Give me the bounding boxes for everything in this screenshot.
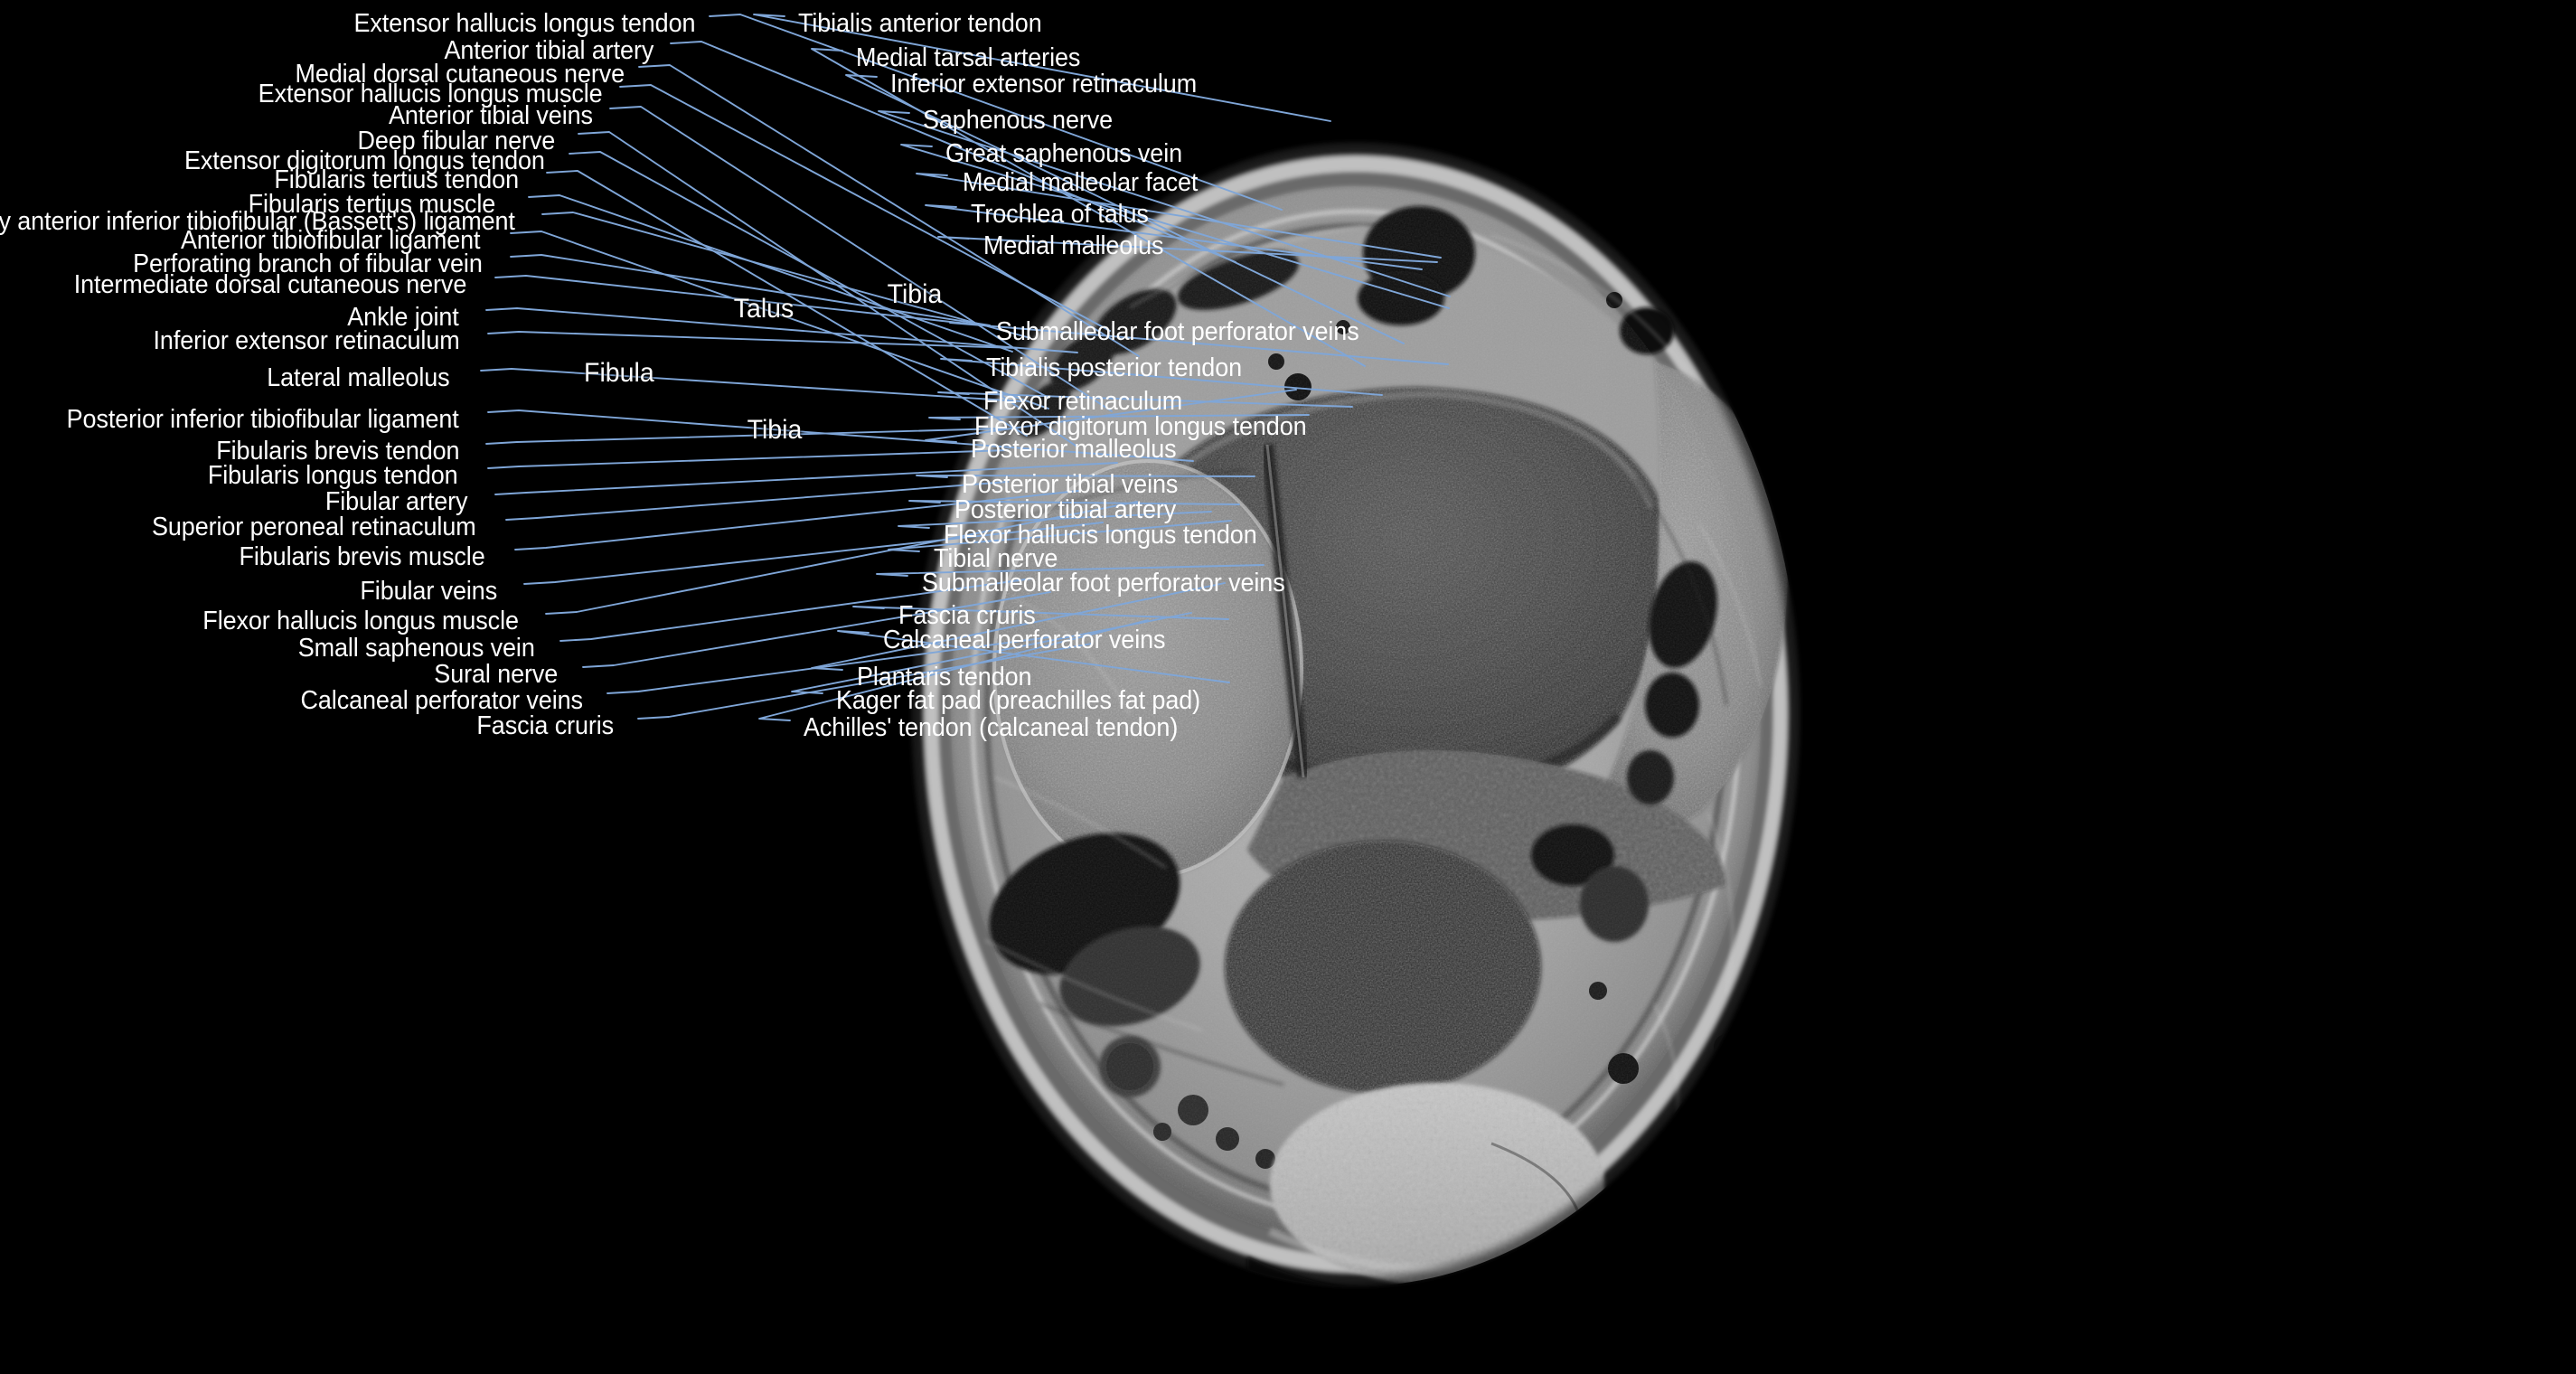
anatomy-label-posterior-tibial-artery: Posterior tibial artery <box>954 495 1177 524</box>
anatomy-label-anterior-tibial-artery: Anterior tibial artery <box>444 36 653 65</box>
anatomy-label-fibularis-brevis-tendon: Fibularis brevis tendon <box>215 437 459 466</box>
anatomy-label-extensor-hallucis-longus-tendon: Extensor hallucis longus tendon <box>353 9 695 38</box>
anatomy-label-extensor-hallucis-longus-muscle: Extensor hallucis longus muscle <box>259 80 603 108</box>
anatomy-label-great-saphenous-vein: Great saphenous vein <box>945 139 1183 168</box>
anatomy-label-fibularis-tertius-muscle: Fibularis tertius muscle <box>248 190 495 219</box>
anatomy-label-plantaris-tendon: Plantaris tendon <box>857 663 1032 692</box>
bone-label-tibia-3: Tibia <box>747 415 803 445</box>
anatomy-label-fascia-cruris: Fascia cruris <box>898 601 1036 630</box>
anatomy-label-tibialis-posterior-tendon: Tibialis posterior tendon <box>986 353 1243 382</box>
anatomy-label-posterior-inferior-tibiofibular-ligament: Posterior inferior tibiofibular ligament <box>67 405 459 434</box>
anatomy-label-inferior-extensor-retinaculum: Inferior extensor retinaculum <box>890 70 1198 99</box>
anatomy-label-fibularis-tertius-tendon: Fibularis tertius tendon <box>274 165 519 194</box>
anatomy-label-ankle-joint: Ankle joint <box>347 303 460 332</box>
anatomy-label-submalleolar-foot-perforator-veins: Submalleolar foot perforator veins <box>922 569 1285 598</box>
bone-label-talus-0: Talus <box>733 294 794 324</box>
anatomy-label-tibialis-anterior-tendon: Tibialis anterior tendon <box>798 9 1042 38</box>
bone-label-fibula-2: Fibula <box>584 358 654 388</box>
anatomy-label-small-saphenous-vein: Small saphenous vein <box>297 634 535 663</box>
anatomy-label-fascia-cruris: Fascia cruris <box>476 711 614 740</box>
anatomy-label-calcaneal-perforator-veins: Calcaneal perforator veins <box>883 626 1166 654</box>
anatomy-label-tibial-nerve: Tibial nerve <box>934 544 1058 573</box>
anatomy-label-perforating-branch-of-fibular-vein: Perforating branch of fibular vein <box>133 249 483 278</box>
anatomy-label-posterior-malleolus: Posterior malleolus <box>971 435 1177 464</box>
anatomy-label-submalleolar-foot-perforator-veins: Submalleolar foot perforator veins <box>996 317 1359 346</box>
anatomy-label-accessory-anterior-inferior-tibiofibular-bassett-s-ligament: Accessory anterior inferior tibiofibular… <box>0 207 515 236</box>
anatomy-label-inferior-extensor-retinaculum: Inferior extensor retinaculum <box>153 326 460 355</box>
anatomy-label-lateral-malleolus: Lateral malleolus <box>267 363 450 392</box>
anatomy-label-flexor-hallucis-longus-tendon: Flexor hallucis longus tendon <box>944 521 1257 550</box>
anatomy-label-deep-fibular-nerve: Deep fibular nerve <box>357 127 555 155</box>
anatomy-label-flexor-retinaculum: Flexor retinaculum <box>983 387 1183 416</box>
anatomy-label-achilles-tendon-calcaneal-tendon: Achilles' tendon (calcaneal tendon) <box>804 713 1179 742</box>
anatomy-label-medial-malleolus: Medial malleolus <box>983 231 1164 260</box>
anatomy-label-kager-fat-pad-preachilles-fat-pad: Kager fat pad (preachilles fat pad) <box>836 686 1201 715</box>
anatomy-label-fibular-veins: Fibular veins <box>360 577 497 606</box>
anatomy-label-sural-nerve: Sural nerve <box>434 660 558 689</box>
anatomy-label-anterior-tibiofibular-ligament: Anterior tibiofibular ligament <box>180 226 480 255</box>
anatomy-label-medial-malleolar-facet: Medial malleolar facet <box>963 168 1199 197</box>
anatomy-label-extensor-digitorum-longus-tendon: Extensor digitorum longus tendon <box>184 146 545 175</box>
anatomy-label-saphenous-nerve: Saphenous nerve <box>923 106 1114 135</box>
anatomy-label-posterior-tibial-veins: Posterior tibial veins <box>962 470 1179 499</box>
anatomy-label-fibular-artery: Fibular artery <box>324 487 467 516</box>
anatomy-label-medial-dorsal-cutaneous-nerve: Medial dorsal cutaneous nerve <box>295 60 625 89</box>
anatomy-label-intermediate-dorsal-cutaneous-nerve: Intermediate dorsal cutaneous nerve <box>73 270 466 299</box>
anatomy-label-anterior-tibial-veins: Anterior tibial veins <box>389 101 593 130</box>
anatomy-label-fibularis-brevis-muscle: Fibularis brevis muscle <box>239 542 485 571</box>
bone-label-tibia-1: Tibia <box>887 279 943 309</box>
anatomy-label-trochlea-of-talus: Trochlea of talus <box>971 200 1149 229</box>
anatomy-label-superior-peroneal-retinaculum: Superior peroneal retinaculum <box>152 513 476 541</box>
anatomy-label-medial-tarsal-arteries: Medial tarsal arteries <box>856 43 1081 72</box>
anatomy-label-calcaneal-perforator-veins: Calcaneal perforator veins <box>300 686 584 715</box>
anatomy-label-flexor-hallucis-longus-muscle: Flexor hallucis longus muscle <box>202 607 519 635</box>
anatomy-label-flexor-digitorum-longus-tendon: Flexor digitorum longus tendon <box>974 412 1307 441</box>
anatomy-label-fibularis-longus-tendon: Fibularis longus tendon <box>208 461 458 490</box>
